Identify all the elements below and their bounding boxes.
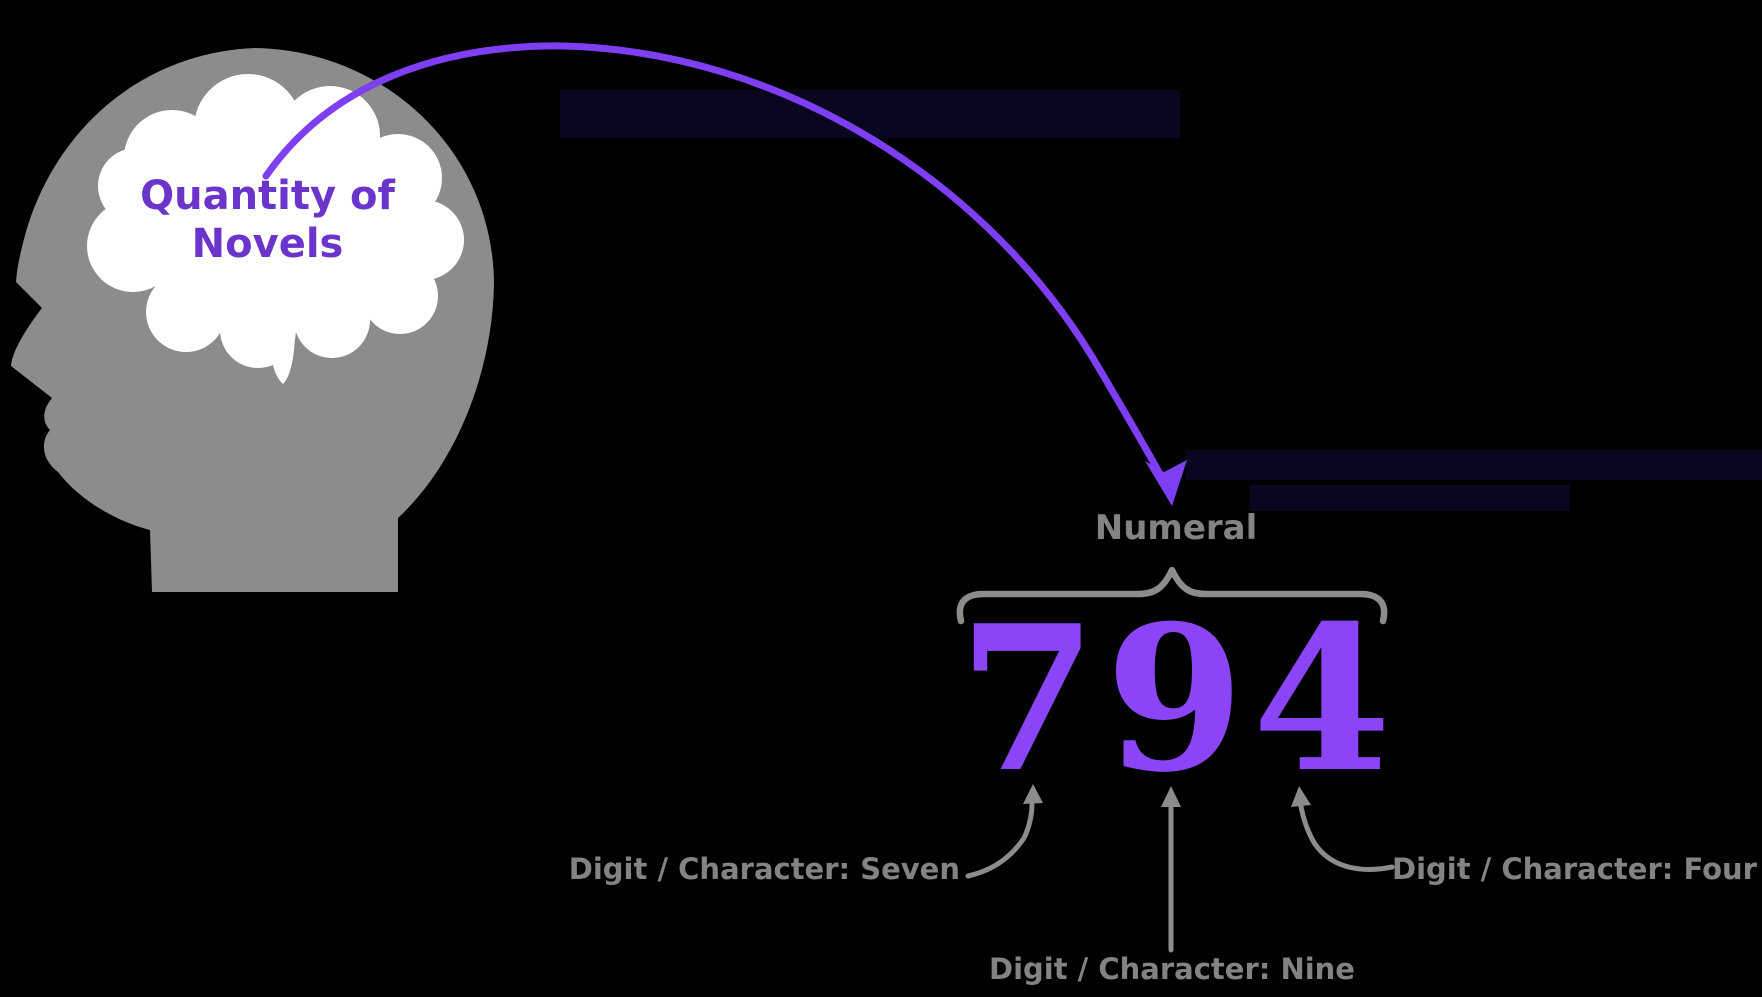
connector-four-icon <box>1298 803 1395 872</box>
numeral-label: Numeral <box>1094 508 1258 548</box>
brace-icon <box>956 566 1388 625</box>
digit-label-seven: Digit / Character: Seven <box>568 852 960 886</box>
connector-seven-icon <box>965 801 1035 879</box>
thought-line-1: Quantity of <box>140 173 395 219</box>
compression-artifact <box>1186 450 1762 480</box>
thought-line-2: Novels <box>191 221 344 267</box>
compression-artifact <box>560 90 1180 138</box>
numeral-value: 794 <box>958 582 1400 817</box>
connector-four-arrowhead-icon <box>1291 786 1311 807</box>
compression-artifact <box>1250 485 1570 511</box>
curved-arrow-head-icon <box>1145 460 1187 506</box>
digit-label-four: Digit / Character: Four <box>1392 852 1757 886</box>
curved-arrow-icon <box>262 42 1164 478</box>
connector-nine-arrowhead-icon <box>1161 786 1181 807</box>
digit-label-nine: Digit / Character: Nine <box>989 952 1355 986</box>
brain-icon <box>87 74 464 384</box>
thought-label: Quantity of Novels <box>95 172 440 268</box>
connector-seven-arrowhead-icon <box>1023 784 1043 804</box>
